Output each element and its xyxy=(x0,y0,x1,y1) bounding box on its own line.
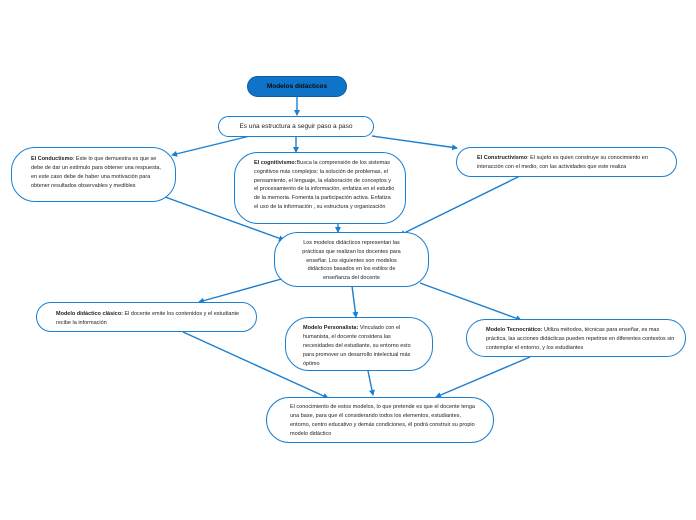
link-definition-conductismo xyxy=(171,135,251,157)
constructivismo-text: : El sujeto es quien construye su conoci… xyxy=(477,155,648,170)
link-constructivismo-center xyxy=(399,175,521,236)
clasico-text: El docente emite los contenidos y el est… xyxy=(56,311,240,326)
center-text: Los modelos didácticos representan las p… xyxy=(302,240,401,282)
personalista-label: Modelo Personalista: xyxy=(303,325,359,331)
clasico-node[interactable]: Modelo didáctico clásico: El docente emi… xyxy=(36,302,257,332)
tecnocratico-text: Utiliza métodos, técnicas para enseñar, … xyxy=(486,327,675,351)
conclusion-text: El conocimiento de estos modelos, lo que… xyxy=(290,404,475,437)
cognitivismo-node[interactable]: El cognitivismo:Busca la comprensión de … xyxy=(234,152,406,224)
conclusion-node[interactable]: El conocimiento de estos modelos, lo que… xyxy=(266,397,494,443)
tecnocratico-label: Modelo Tecnocrático: xyxy=(486,327,543,333)
link-conductismo-center xyxy=(164,196,285,242)
center-node[interactable]: Los modelos didácticos representan las p… xyxy=(274,232,429,287)
definition-text: Es una estructura a seguir paso a paso xyxy=(239,123,353,130)
definition-node[interactable]: Es una estructura a seguir paso a paso xyxy=(218,116,374,137)
link-personalista-conclusion xyxy=(367,370,375,396)
cognitivismo-label: El cognitivismo: xyxy=(254,160,297,166)
conductismo-label: El Conductismo xyxy=(31,156,73,162)
tecnocratico-node[interactable]: Modelo Tecnocrático: Utiliza métodos, té… xyxy=(466,319,686,357)
link-definition-constructivismo xyxy=(371,135,458,151)
link-center-clasico xyxy=(198,277,286,304)
root-node[interactable]: Modelos didácticos xyxy=(247,76,347,97)
constructivismo-node[interactable]: El Constructivismo: El sujeto es quien c… xyxy=(456,147,677,177)
personalista-text: Vinculado con el humanista, el docente c… xyxy=(303,325,411,367)
conductismo-text: : Este lo que demuestra es que se debe d… xyxy=(31,156,161,189)
root-title: Modelos didácticos xyxy=(266,83,328,90)
link-center-personalista xyxy=(351,285,359,318)
clasico-label: Modelo didáctico clásico: xyxy=(56,311,123,317)
constructivismo-label: El Constructivismo xyxy=(477,155,528,161)
personalista-node[interactable]: Modelo Personalista: Vinculado con el hu… xyxy=(285,317,433,371)
link-tecnocratico-conclusion xyxy=(435,356,531,398)
link-clasico-conclusion xyxy=(182,331,329,399)
conductismo-node[interactable]: El Conductismo: Este lo que demuestra es… xyxy=(11,147,176,202)
link-center-tecnocratico xyxy=(419,282,522,322)
cognitivismo-text: Busca la comprensión de los sistemas cog… xyxy=(254,160,395,210)
